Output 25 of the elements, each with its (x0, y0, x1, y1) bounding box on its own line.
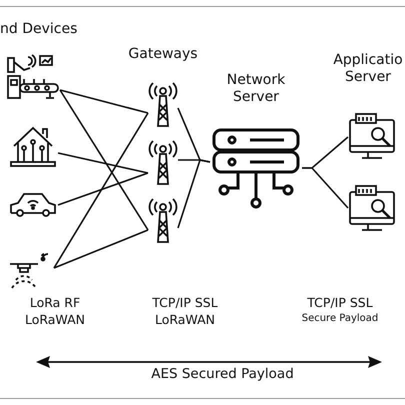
protocol-label: TCP/IP SSL LoRaWAN (151, 294, 219, 328)
node-heading: Network Server (226, 72, 286, 106)
group-heading: nd Devices (0, 21, 78, 38)
monitor-icon (348, 112, 398, 162)
antenna-tower-icon (148, 82, 178, 128)
group-heading: Applicatio Server (332, 52, 404, 86)
connector-line (177, 159, 210, 228)
connector-line (58, 152, 148, 174)
monitor-icon (348, 184, 398, 234)
protocol-label: TCP/IP SSL (306, 294, 374, 311)
antenna-tower-icon (148, 198, 178, 244)
protocol-label: LoRa RF LoRaWAN (24, 294, 86, 328)
car-icon (8, 190, 58, 220)
group-heading: Gateways (127, 46, 199, 63)
connector-line (59, 90, 149, 230)
payload-label: AES Secured Payload (150, 366, 295, 383)
connector-line (302, 167, 349, 209)
antenna-tower-icon (148, 140, 178, 186)
connector-line (54, 229, 148, 269)
factory-drawing (6, 54, 60, 100)
connector-line (53, 112, 149, 268)
protocol-label: Secure Payload (300, 312, 380, 326)
smart-house-icon (8, 124, 58, 168)
connector-line (60, 89, 148, 114)
connector-line (58, 172, 148, 206)
